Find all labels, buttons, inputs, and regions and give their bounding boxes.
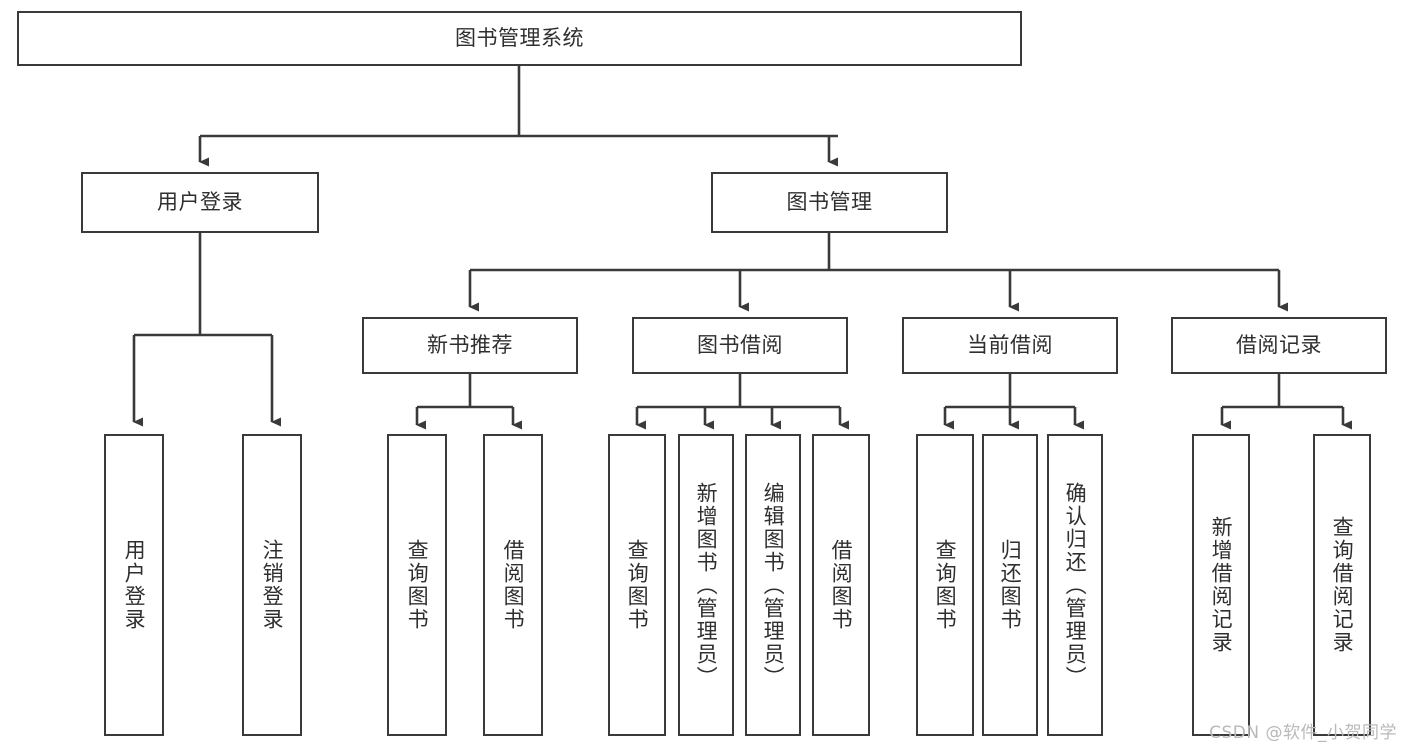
node-leaf-query-book-current-label: 查询图书 xyxy=(933,539,958,631)
node-leaf-confirm-return-admin-label: 确认归还（管理员） xyxy=(1063,481,1088,689)
node-new-book-recommend-label: 新书推荐 xyxy=(427,332,513,357)
node-leaf-query-book-recommend[interactable]: 查询图书 xyxy=(387,434,447,736)
node-book-borrow[interactable]: 图书借阅 xyxy=(632,317,848,374)
node-borrow-record-label: 借阅记录 xyxy=(1236,332,1322,357)
node-leaf-logout-label: 注销登录 xyxy=(260,539,285,631)
node-borrow-record[interactable]: 借阅记录 xyxy=(1171,317,1387,374)
node-leaf-edit-book-admin[interactable]: 编辑图书（管理员） xyxy=(745,434,801,736)
node-leaf-add-borrow-record[interactable]: 新增借阅记录 xyxy=(1192,434,1250,736)
node-leaf-query-book-borrow-label: 查询图书 xyxy=(625,539,650,631)
node-leaf-edit-book-admin-label: 编辑图书（管理员） xyxy=(761,481,786,689)
node-book-borrow-label: 图书借阅 xyxy=(697,332,783,357)
node-root-system[interactable]: 图书管理系统 xyxy=(17,11,1022,66)
node-leaf-query-book-recommend-label: 查询图书 xyxy=(405,539,430,631)
node-leaf-add-book-admin[interactable]: 新增图书（管理员） xyxy=(678,434,734,736)
node-leaf-query-borrow-record-label: 查询借阅记录 xyxy=(1330,516,1355,654)
node-book-manage[interactable]: 图书管理 xyxy=(711,172,948,233)
node-new-book-recommend[interactable]: 新书推荐 xyxy=(362,317,578,374)
node-leaf-borrow-book-label: 借阅图书 xyxy=(829,539,854,631)
node-user-login-label: 用户登录 xyxy=(157,189,243,214)
node-user-login[interactable]: 用户登录 xyxy=(81,172,319,233)
node-root-system-label: 图书管理系统 xyxy=(455,25,584,50)
node-leaf-user-login-label: 用户登录 xyxy=(122,539,147,631)
csdn-watermark: CSDN @软件_小贺同学 xyxy=(1209,723,1397,743)
node-leaf-add-book-admin-label: 新增图书（管理员） xyxy=(694,481,719,689)
node-leaf-borrow-book[interactable]: 借阅图书 xyxy=(812,434,870,736)
node-current-borrow[interactable]: 当前借阅 xyxy=(902,317,1118,374)
node-leaf-logout[interactable]: 注销登录 xyxy=(242,434,302,736)
node-leaf-return-book[interactable]: 归还图书 xyxy=(982,434,1038,736)
node-book-manage-label: 图书管理 xyxy=(786,189,873,214)
node-current-borrow-label: 当前借阅 xyxy=(967,332,1053,357)
node-leaf-query-book-borrow[interactable]: 查询图书 xyxy=(608,434,666,736)
node-leaf-add-borrow-record-label: 新增借阅记录 xyxy=(1209,516,1234,654)
node-leaf-query-book-current[interactable]: 查询图书 xyxy=(916,434,974,736)
node-leaf-user-login[interactable]: 用户登录 xyxy=(104,434,164,736)
node-leaf-return-book-label: 归还图书 xyxy=(998,539,1023,631)
node-leaf-confirm-return-admin[interactable]: 确认归还（管理员） xyxy=(1047,434,1103,736)
node-leaf-borrow-book-recommend-label: 借阅图书 xyxy=(501,539,526,631)
node-leaf-query-borrow-record[interactable]: 查询借阅记录 xyxy=(1313,434,1371,736)
node-leaf-borrow-book-recommend[interactable]: 借阅图书 xyxy=(483,434,543,736)
